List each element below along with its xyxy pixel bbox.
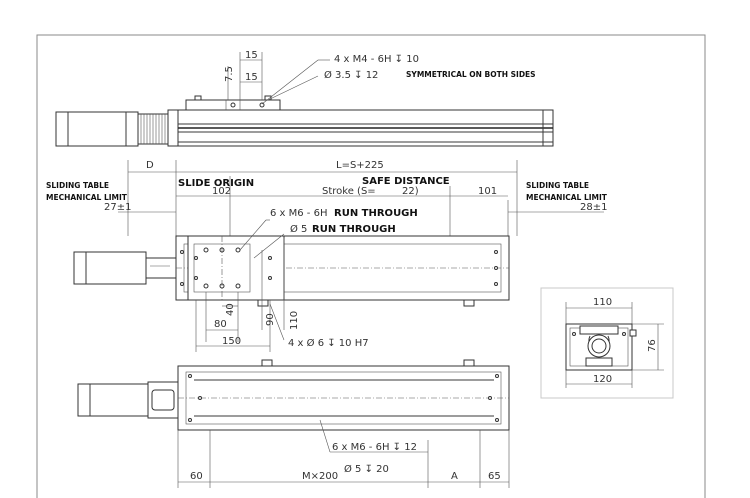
plan-label-102: 102 (212, 186, 231, 197)
bottom-motor (77, 383, 149, 417)
plan-dim-40: 40 (225, 303, 236, 316)
plan-label-28: 28±1 (580, 202, 607, 213)
bottom-dim-A: A (451, 471, 458, 482)
plan-note-hole: Ø 5 (290, 223, 307, 235)
bottom-note-hole: Ø 5 ↧ 20 (344, 463, 389, 475)
plan-label-stroke: Stroke (S= (322, 186, 376, 197)
bottom-dim-65: 65 (488, 471, 501, 482)
side-view: 15 15 7.5 4 x M4 - 6H ↧ 10 Ø 3.5 ↧ 12 SY… (55, 50, 554, 147)
plan-slide-origin: SLIDE ORIGIN (178, 178, 254, 189)
end-view: 110 120 76 (540, 287, 674, 399)
drawing-frame (36, 34, 706, 498)
side-note-thread: 4 x M4 - 6H ↧ 10 (334, 54, 419, 65)
bottom-mount-holes (188, 374, 499, 422)
side-dim-15a: 15 (245, 50, 258, 61)
plan-label-27: 27±1 (104, 202, 131, 213)
plan-dim-90: 90 (265, 313, 276, 326)
side-note-symmetrical: SYMMETRICAL ON BOTH SIDES (406, 70, 536, 79)
plan-label-stroke-value: 22) (402, 186, 419, 197)
bottom-dim-M: M×200 (302, 471, 338, 482)
bottom-dim-60: 60 (190, 471, 203, 482)
plan-limit-left-1: SLIDING TABLE (46, 181, 109, 190)
plan-limit-right-2: MECHANICAL LIMIT (526, 193, 608, 202)
plan-label-101: 101 (478, 186, 497, 197)
side-note-hole: Ø 3.5 ↧ 12 (324, 69, 378, 81)
plan-note-thread: 6 x M6 - 6H (270, 208, 327, 219)
plan-label-length: L=S+225 (336, 160, 384, 171)
plan-motor (73, 251, 147, 285)
side-coupling-ribs (140, 114, 166, 144)
end-dim-top: 110 (593, 297, 612, 308)
plan-dim-80: 80 (214, 319, 227, 330)
plan-note-hole-bold: RUN THROUGH (312, 224, 396, 235)
plan-label-D: D (146, 160, 154, 171)
plan-safe-distance: SAFE DISTANCE (362, 176, 450, 187)
plan-dim-110: 110 (289, 311, 300, 330)
plan-note-pin: 4 x Ø 6 ↧ 10 H7 (288, 337, 369, 349)
end-dim-bottom: 120 (593, 374, 612, 385)
side-dim-15b: 15 (245, 72, 258, 83)
plan-limit-right-1: SLIDING TABLE (526, 181, 589, 190)
plan-table-holes (194, 247, 272, 289)
plan-note-thread-bold: RUN THROUGH (334, 208, 418, 219)
plan-dim-150: 150 (222, 336, 241, 347)
bottom-note-thread: 6 x M6 - 6H ↧ 12 (332, 442, 417, 453)
bottom-view: 6 x M6 - 6H ↧ 12 Ø 5 ↧ 20 60 M×200 A 65 (77, 359, 510, 488)
side-dim-7-5: 7.5 (224, 66, 235, 82)
end-dim-height: 76 (647, 339, 658, 352)
plan-limit-left-2: MECHANICAL LIMIT (46, 193, 128, 202)
plan-view: D L=S+225 SLIDING TABLE MECHANICAL LIMIT… (46, 160, 608, 352)
